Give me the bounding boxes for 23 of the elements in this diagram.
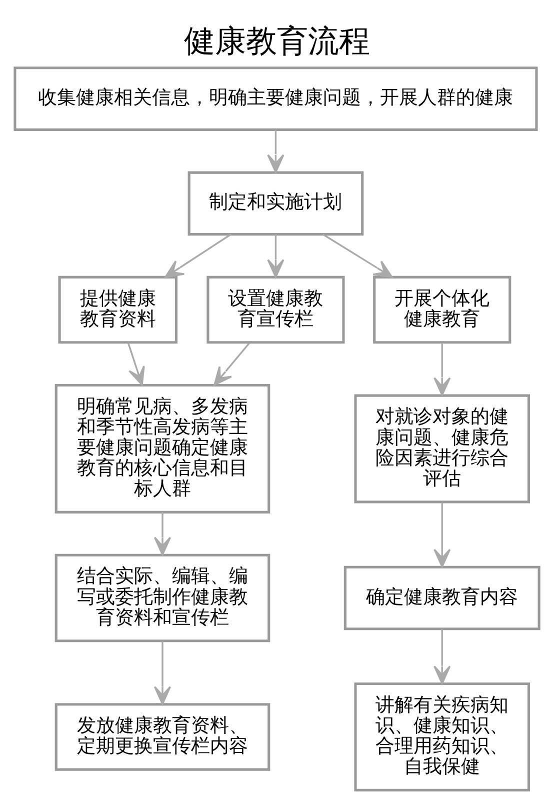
arrow [154, 640, 172, 704]
arrow [164, 233, 232, 278]
node-box: 对就诊对象的健康问题、健康危险因素进行综合评估 [354, 394, 530, 503]
node-box: 确定健康教育内容 [344, 565, 540, 630]
arrow [434, 628, 451, 684]
arrow [434, 502, 451, 568]
arrow [127, 342, 145, 386]
arrow [214, 342, 250, 386]
node-box: 提供健康教育资料 [58, 275, 178, 344]
arrow [154, 512, 172, 555]
node-box: 结合实际、编辑、编写或委托制作健康教育资料和宣传栏 [54, 553, 270, 642]
node-box: 开展个体化健康教育 [373, 275, 512, 344]
arrow [434, 342, 451, 396]
node-box: 制定和实施计划 [188, 170, 364, 236]
node-box: 收集健康相关信息，明确主要健康问题，开展人群的健康 [14, 66, 538, 130]
node-box: 讲解有关疾病知识、健康知识、合理用药知识、自我保健 [354, 682, 530, 791]
arrow [267, 129, 284, 172]
diagram-title: 健康教育流程 [184, 22, 370, 59]
arrow [322, 233, 393, 278]
node-box: 设置健康教育宣传栏 [206, 275, 345, 344]
node-box: 明确常见病、多发病和季节性高发病等主要健康问题确定健康教育的核心信息和目标人群 [54, 383, 270, 513]
node-box: 发放健康教育资料、定期更换宣传栏内容 [54, 702, 270, 770]
arrow [267, 234, 284, 278]
